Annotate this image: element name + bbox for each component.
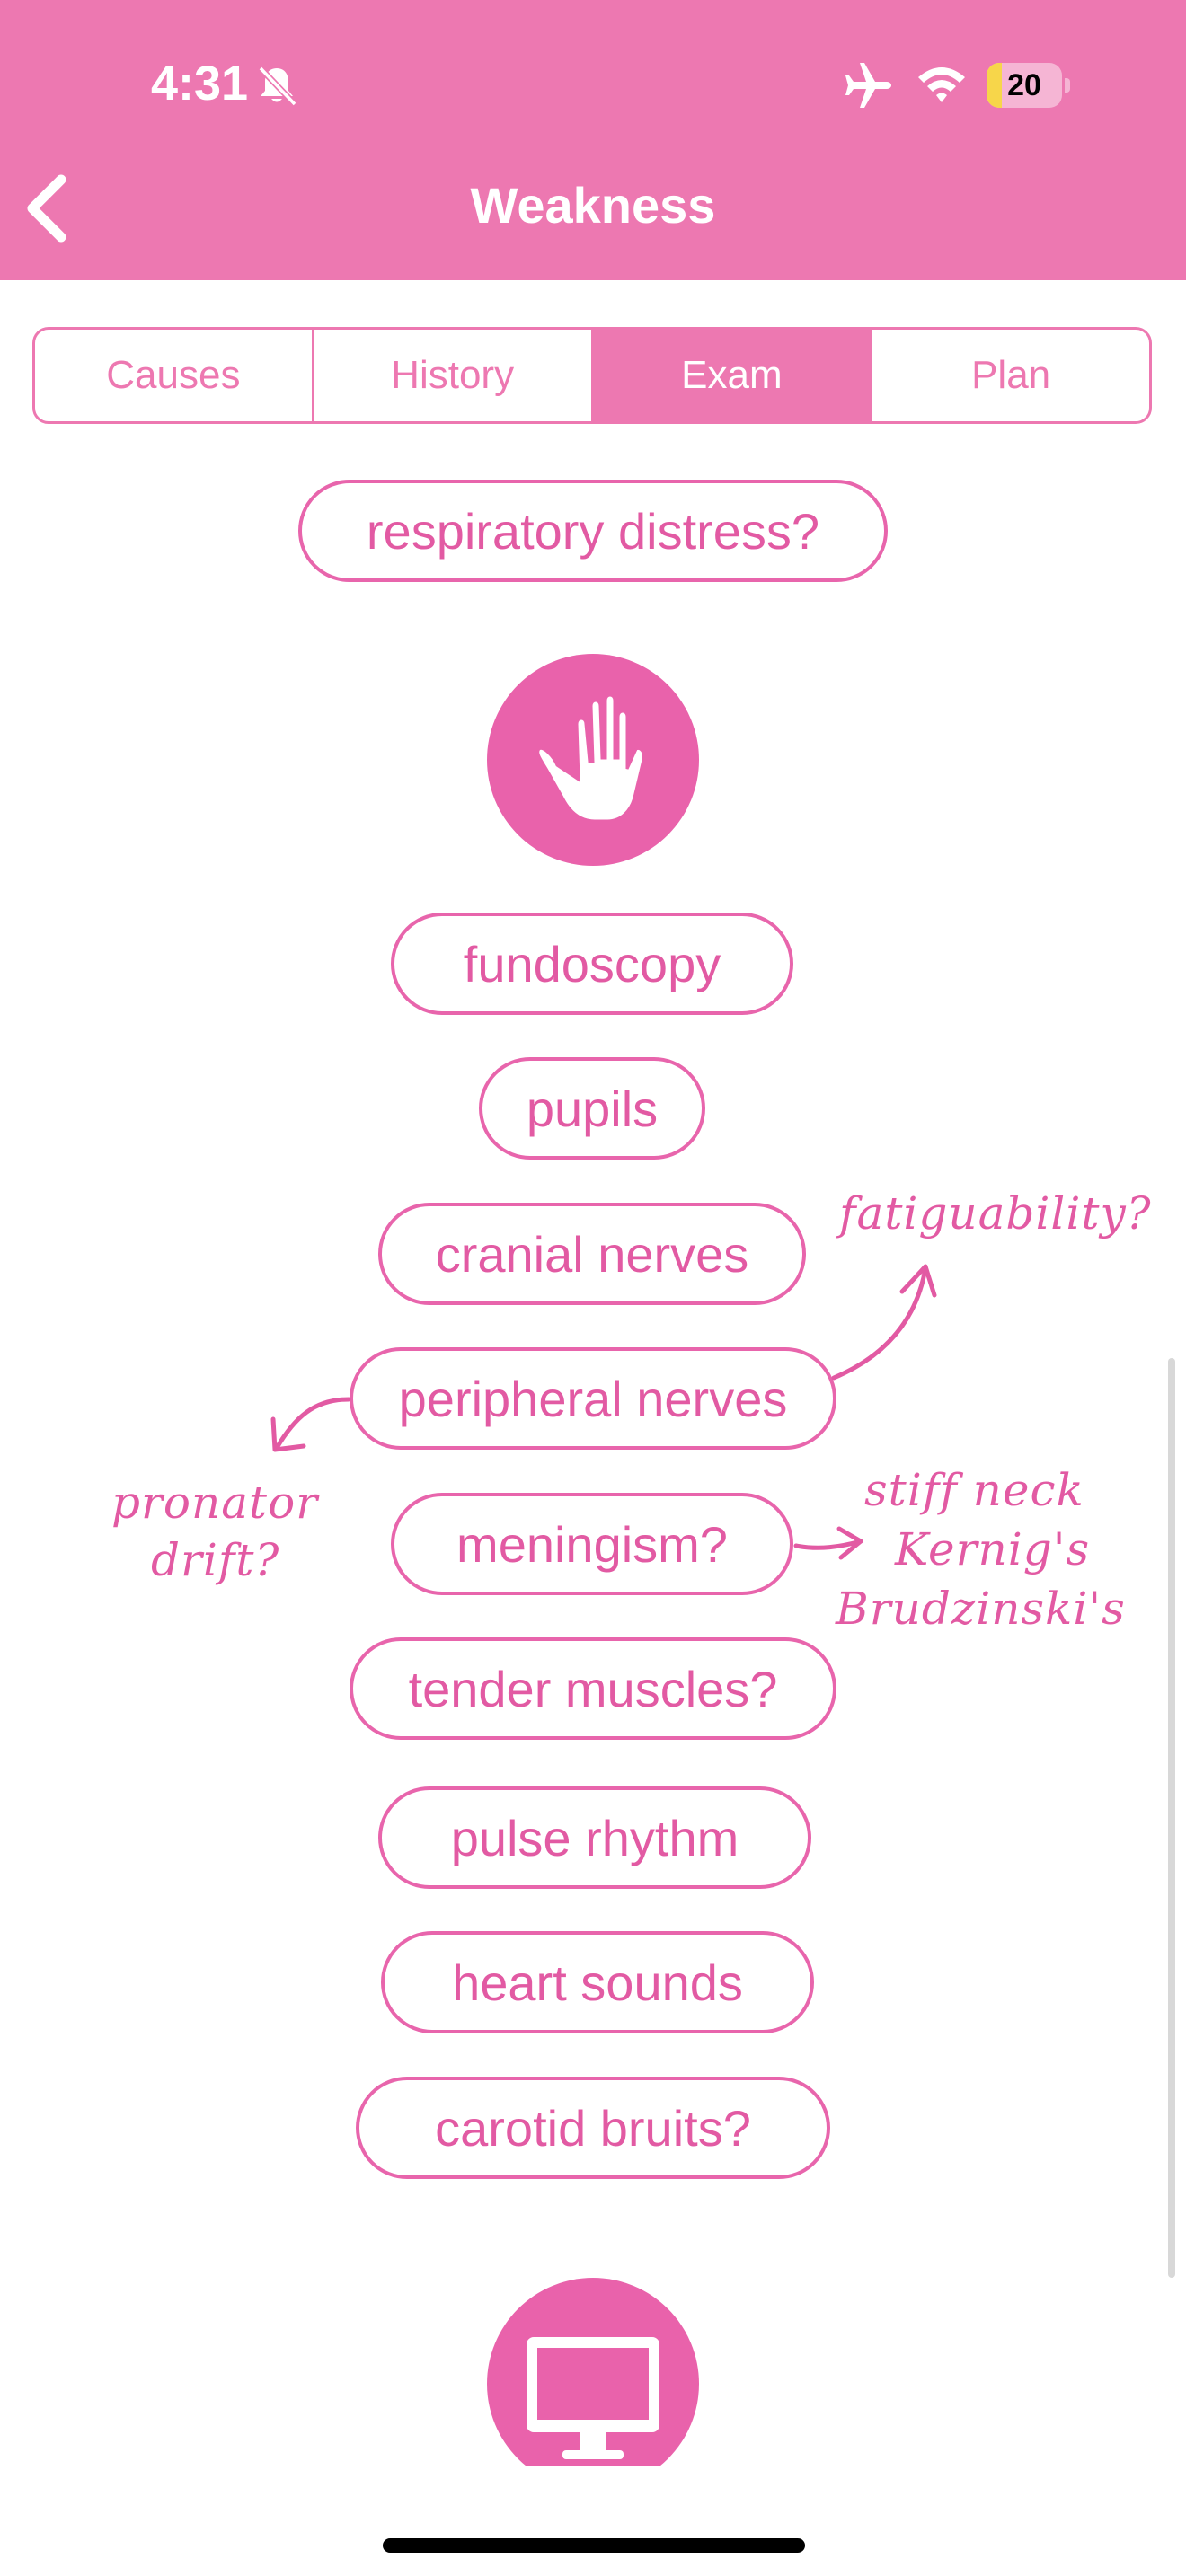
exam-item-fundoscopy[interactable]: fundoscopy	[391, 913, 793, 1015]
exam-item-tender-muscles[interactable]: tender muscles?	[350, 1637, 836, 1740]
status-time: 4:31	[151, 57, 249, 110]
exam-item-meningism[interactable]: meningism?	[391, 1493, 793, 1595]
arrow-to-pronator	[274, 1397, 351, 1451]
hand-icon	[536, 693, 645, 823]
tab-exam[interactable]: Exam	[593, 330, 873, 421]
exam-item-carotid-bruits[interactable]: carotid bruits?	[356, 2077, 830, 2179]
note-brudzinski: Brudzinski's	[836, 1583, 1126, 1635]
note-kernig: Kernig's	[895, 1523, 1091, 1575]
scrollbar[interactable]	[1168, 1358, 1175, 2278]
battery-cap	[1065, 78, 1070, 93]
next-section-clip	[487, 2278, 699, 2466]
note-stiff-neck: stiff neck	[864, 1464, 1084, 1516]
battery-body: 20	[987, 63, 1062, 108]
tab-plan[interactable]: Plan	[971, 353, 1051, 397]
tab-history[interactable]: History	[314, 330, 594, 421]
exam-section-icon	[487, 654, 699, 866]
exam-item-peripheral-nerves[interactable]: peripheral nerves	[350, 1347, 836, 1450]
airplane-icon	[845, 63, 891, 108]
battery-icon: 20	[987, 63, 1070, 108]
note-pronator: pronator	[111, 1477, 319, 1529]
bell-slash-icon	[258, 66, 297, 107]
exam-item-cranial-nerves[interactable]: cranial nerves	[378, 1203, 806, 1305]
exam-item-respiratory-distress[interactable]: respiratory distress?	[298, 480, 888, 582]
exam-item-pupils[interactable]: pupils	[479, 1057, 705, 1160]
arrow-to-meningism-signs	[793, 1539, 863, 1550]
exam-item-pulse-rhythm[interactable]: pulse rhythm	[378, 1786, 811, 1889]
monitor-icon	[527, 2337, 659, 2459]
home-indicator[interactable]	[383, 2538, 805, 2553]
exam-item-heart-sounds[interactable]: heart sounds	[381, 1931, 814, 2033]
back-button[interactable]	[20, 171, 77, 246]
note-fatiguability: fatiguability?	[839, 1187, 1152, 1239]
arrow-to-fatiguability	[831, 1266, 928, 1381]
segmented-tabs: Causes History Exam Plan	[32, 327, 1152, 424]
wifi-icon	[918, 67, 965, 102]
next-section-icon	[487, 2278, 699, 2466]
header-bar: 4:31 20 Weakness	[0, 0, 1186, 280]
tab-causes[interactable]: Causes	[35, 330, 314, 421]
battery-level: 20	[1007, 68, 1041, 102]
note-drift: drift?	[151, 1534, 280, 1586]
page-title: Weakness	[470, 177, 716, 234]
battery-fill	[987, 63, 1002, 108]
